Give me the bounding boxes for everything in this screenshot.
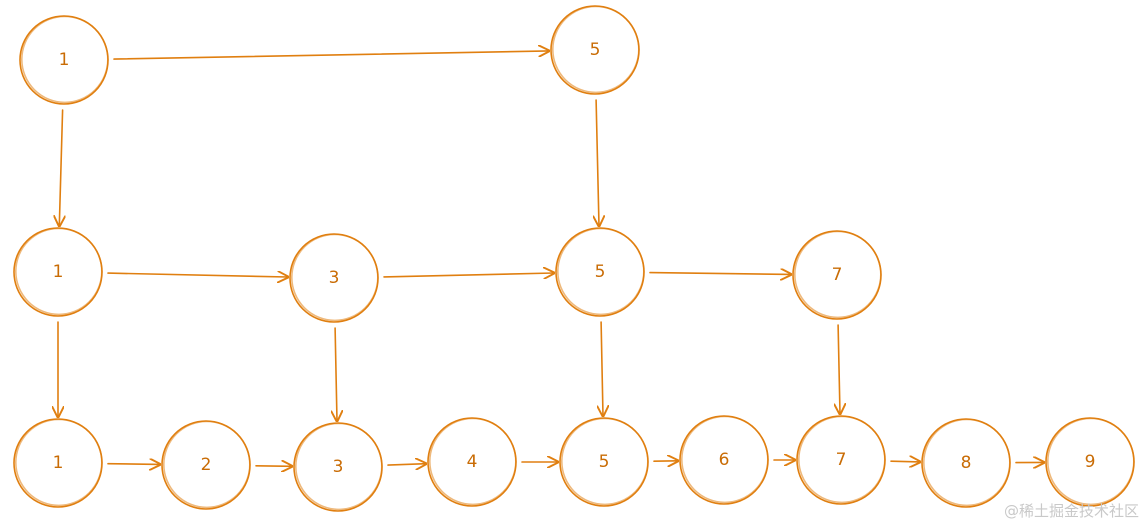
node-circle-sketch — [163, 420, 251, 509]
node-circle-sketch — [14, 227, 103, 316]
edge-l0-2-to-l0-3 — [255, 466, 292, 467]
node-circle-sketch — [560, 417, 649, 506]
node-l2-1: 1 — [19, 15, 109, 105]
edge-l2-1-to-l2-5 — [113, 51, 549, 60]
node-circle-sketch — [21, 15, 109, 104]
edge-l1-3-to-l1-5 — [383, 273, 554, 277]
node-l0-6: 6 — [679, 415, 769, 505]
node-circle-sketch — [290, 233, 379, 322]
node-label: 1 — [53, 262, 64, 282]
node-circle-sketch — [1047, 417, 1135, 506]
node-l0-1: 1 — [13, 418, 103, 508]
node-label: 5 — [590, 40, 601, 60]
node-circle-sketch — [551, 5, 640, 94]
node-circle-sketch — [294, 422, 383, 511]
node-label: 3 — [329, 268, 340, 288]
edge-l1-7-to-l0-7 — [838, 324, 840, 414]
node-l0-8: 8 — [921, 418, 1011, 508]
node-circle-sketch — [556, 227, 645, 316]
node-l0-7: 7 — [796, 415, 886, 505]
edge-l1-3-to-l0-3 — [335, 327, 337, 421]
edge-l0-7-to-l0-8 — [890, 461, 920, 462]
edge-l0-3-to-l0-4 — [387, 464, 426, 465]
node-label: 3 — [333, 457, 344, 477]
node-circle-sketch — [428, 417, 517, 506]
node-circle-sketch — [793, 230, 882, 319]
node-label: 5 — [599, 452, 610, 472]
node-label: 8 — [961, 453, 972, 473]
node-l2-5: 5 — [550, 5, 640, 95]
edge-l1-1-to-l1-3 — [107, 273, 288, 277]
node-circle-sketch — [797, 415, 886, 504]
node-label: 9 — [1085, 452, 1096, 472]
node-label: 4 — [467, 452, 478, 472]
nodes-layer: 1 5 1 3 5 7 1 2 3 4 5 6 7 8 9 — [13, 5, 1135, 512]
node-label: 5 — [595, 262, 606, 282]
node-l1-3: 3 — [289, 233, 379, 323]
node-l1-1: 1 — [13, 227, 103, 317]
node-l1-5: 5 — [555, 227, 645, 317]
node-l0-2: 2 — [161, 420, 251, 510]
node-label: 7 — [832, 265, 843, 285]
node-label: 7 — [836, 450, 847, 470]
node-label: 6 — [719, 450, 730, 470]
edge-l2-1-to-l1-1 — [59, 109, 62, 226]
edge-l1-5-to-l0-5 — [601, 321, 603, 416]
node-l0-4: 4 — [427, 417, 517, 507]
node-l1-7: 7 — [792, 230, 882, 320]
node-l0-9: 9 — [1045, 417, 1135, 507]
node-label: 1 — [59, 50, 70, 70]
node-label: 2 — [201, 455, 212, 475]
node-l0-3: 3 — [293, 422, 383, 512]
node-label: 1 — [53, 453, 64, 473]
edges-layer — [58, 51, 1044, 466]
node-circle-sketch — [922, 418, 1011, 507]
node-l0-5: 5 — [559, 417, 649, 507]
node-circle-sketch — [680, 415, 769, 504]
watermark: @稀土掘金技术社区 — [1003, 502, 1139, 520]
edge-l0-1-to-l0-2 — [107, 464, 160, 465]
edge-l2-5-to-l1-5 — [596, 99, 599, 226]
edge-l1-5-to-l1-7 — [649, 273, 791, 275]
node-circle-sketch — [14, 418, 103, 507]
